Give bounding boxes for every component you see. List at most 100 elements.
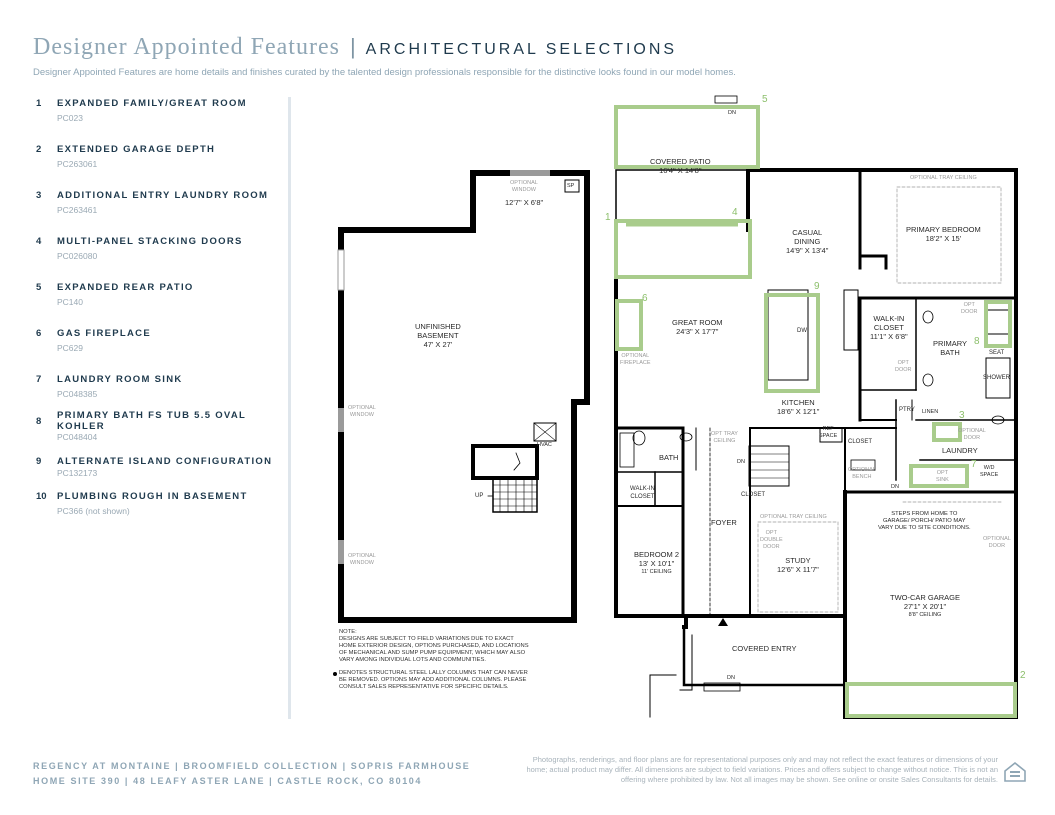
opt-text: OPT xyxy=(936,470,949,476)
feature-code: PC366 (not shown) xyxy=(57,506,130,516)
covered-entry-label: COVERED ENTRY xyxy=(732,644,797,653)
feature-item: 7 LAUNDRY ROOM SINK PC048385 xyxy=(36,374,276,410)
foyer-label: FOYER xyxy=(711,518,737,527)
option-highlights xyxy=(614,105,1017,718)
opt-text: OPTIONAL xyxy=(621,353,650,359)
optional-window-text2: WINDOW xyxy=(511,187,536,193)
feature-code: PC140 xyxy=(57,297,83,307)
footer-line2: HOME SITE 390 | 48 LEAFY ASTER LANE | CA… xyxy=(33,776,423,786)
optional-fireplace-label: OPTIONAL FIREPLACE xyxy=(620,353,651,367)
primary-bath-label: PRIMARY BATH xyxy=(933,339,967,357)
column-marker-icon xyxy=(333,672,337,676)
basement-dims: 47' X 27' xyxy=(423,340,453,349)
page-title: Designer Appointed Features xyxy=(33,34,340,60)
feature-number: 5 xyxy=(36,282,42,293)
highlight-laundry-sink xyxy=(909,464,969,488)
feature-item: 3 ADDITIONAL ENTRY LAUNDRY ROOM PC263461 xyxy=(36,190,276,236)
opt-tray-ceiling-label: OPT TRAY CEILING xyxy=(711,431,738,445)
optional-window-text: OPTIONAL xyxy=(348,405,376,411)
feature-code: PC263061 xyxy=(57,159,98,169)
room-name: PRIMARY xyxy=(933,339,968,348)
room-name: REF xyxy=(822,426,834,432)
room-name: WALK-IN xyxy=(630,486,655,492)
column-divider xyxy=(288,97,291,719)
stairs-up-label: UP xyxy=(475,493,484,499)
room-name2: SPACE xyxy=(980,472,999,478)
feature-item: 4 MULTI-PANEL STACKING DOORS PC026080 xyxy=(36,236,276,282)
room-name: BEDROOM 2 xyxy=(634,550,680,559)
room-name: KITCHEN xyxy=(781,398,815,407)
note-line: BE REMOVED. OPTIONS MAY ADD ADDITIONAL C… xyxy=(339,677,527,683)
feature-label: LAUNDRY ROOM SINK xyxy=(57,374,183,385)
opt-text2: DOUBLE xyxy=(760,537,783,543)
highlight-fireplace xyxy=(615,299,643,351)
feature-code: PC048385 xyxy=(57,389,98,399)
feature-code: PC132173 xyxy=(57,468,98,478)
closet2-label: CLOSET xyxy=(741,492,766,498)
opt-door-label: OPT DOOR xyxy=(895,360,912,374)
casual-dining-label: CASUAL DINING 14'9" X 13'4" xyxy=(786,228,828,255)
room-dims: 12'6" X 11'7" xyxy=(777,565,819,574)
basement-optional-window-bottom: OPTIONAL WINDOW xyxy=(348,553,376,567)
room-name: TWO-CAR GARAGE xyxy=(890,593,961,602)
optional-door-laundry-label: OPTIONAL DOOR xyxy=(958,428,986,442)
note-line: DENOTES STRUCTURAL STEEL LALLY COLUMNS T… xyxy=(339,670,528,676)
opt-text: OPT xyxy=(897,360,909,366)
garage-dn-label: DN xyxy=(891,484,899,490)
callout-5: 5 xyxy=(762,94,768,105)
study-tray-ceiling-label: OPTIONAL TRAY CEILING xyxy=(760,514,827,520)
room-name2: CLOSET xyxy=(630,494,655,500)
room-name2: CLOSET xyxy=(873,323,904,332)
highlight-laundry-entry xyxy=(932,422,962,442)
page-subtitle: ARCHITECTURAL SELECTIONS xyxy=(365,41,678,58)
room-dims: 24'3" X 17'7" xyxy=(676,327,719,336)
dishwasher-label: DW xyxy=(797,328,807,334)
opt-text: OPTIONAL xyxy=(983,536,1011,542)
mech-room-dims: 12'7" X 6'8" xyxy=(505,198,544,207)
room-dims: 27'1" X 20'1" xyxy=(903,602,947,611)
primary-bedroom-label: PRIMARY BEDROOM 18'2" X 15' xyxy=(906,225,981,243)
opt-text: OPT xyxy=(765,530,777,536)
opt-text2: DOOR xyxy=(895,367,912,373)
feature-number: 7 xyxy=(36,374,42,385)
highlight-island xyxy=(764,293,820,393)
callout-3: 3 xyxy=(959,410,965,421)
room-name: STUDY xyxy=(785,556,811,565)
study-label: STUDY 12'6" X 11'7" xyxy=(777,556,819,574)
feature-number: 9 xyxy=(36,456,42,467)
page-description: Designer Appointed Features are home det… xyxy=(33,67,736,78)
feature-label: EXPANDED FAMILY/GREAT ROOM xyxy=(57,98,247,109)
ref-space-label: REF SPACE xyxy=(819,426,837,440)
feature-label: MULTI-PANEL STACKING DOORS xyxy=(57,236,243,247)
steps-note: STEPS FROM HOME TO GARAGE/ PORCH/ PATIO … xyxy=(878,511,971,532)
patio-dn-label: DN xyxy=(728,110,736,116)
garage-label: TWO-CAR GARAGE 27'1" X 20'1" 8'8" CEILIN… xyxy=(890,593,960,620)
optional-tray-ceiling-label: OPTIONAL TRAY CEILING xyxy=(910,175,977,181)
opt-text2: DOOR xyxy=(961,309,978,315)
room-name2: DINING xyxy=(794,237,821,246)
highlight-tub xyxy=(984,300,1012,348)
feature-item: 9 ALTERNATE ISLAND CONFIGURATION PC13217… xyxy=(36,456,276,491)
note-line: OF MECHANICAL AND SUMP PUMP EQUIPMENT, W… xyxy=(339,650,526,656)
garage-optional-door-label: OPTIONAL DOOR xyxy=(983,536,1011,550)
feature-number: 1 xyxy=(36,98,42,109)
note-line: VARY DUE TO SITE CONDITIONS. xyxy=(878,525,971,531)
opt-text: OPT xyxy=(963,302,975,308)
feature-item: 1 EXPANDED FAMILY/GREAT ROOM PC023 xyxy=(36,98,276,144)
feature-item: 6 GAS FIREPLACE PC629 xyxy=(36,328,276,374)
feature-label: EXTENDED GARAGE DEPTH xyxy=(57,144,216,155)
hvac-label: HVAC xyxy=(537,442,552,448)
feature-code: PC263461 xyxy=(57,205,98,215)
highlight-expanded-rear-patio xyxy=(614,105,760,169)
room-dims: 18'6" X 12'1" xyxy=(777,407,820,416)
optional-window-text2: WINDOW xyxy=(349,560,374,566)
seat-label: SEAT xyxy=(989,350,1005,356)
great-room-label: GREAT ROOM 24'3" X 17'7" xyxy=(672,318,723,336)
feature-label: ADDITIONAL ENTRY LAUNDRY ROOM xyxy=(57,190,269,201)
feature-label: GAS FIREPLACE xyxy=(57,328,151,339)
feature-number: 2 xyxy=(36,144,42,155)
room-name: COVERED PATIO xyxy=(650,157,711,166)
callout-7: 7 xyxy=(971,459,977,470)
room-name2: SPACE xyxy=(819,433,838,439)
feature-number: 4 xyxy=(36,236,42,247)
